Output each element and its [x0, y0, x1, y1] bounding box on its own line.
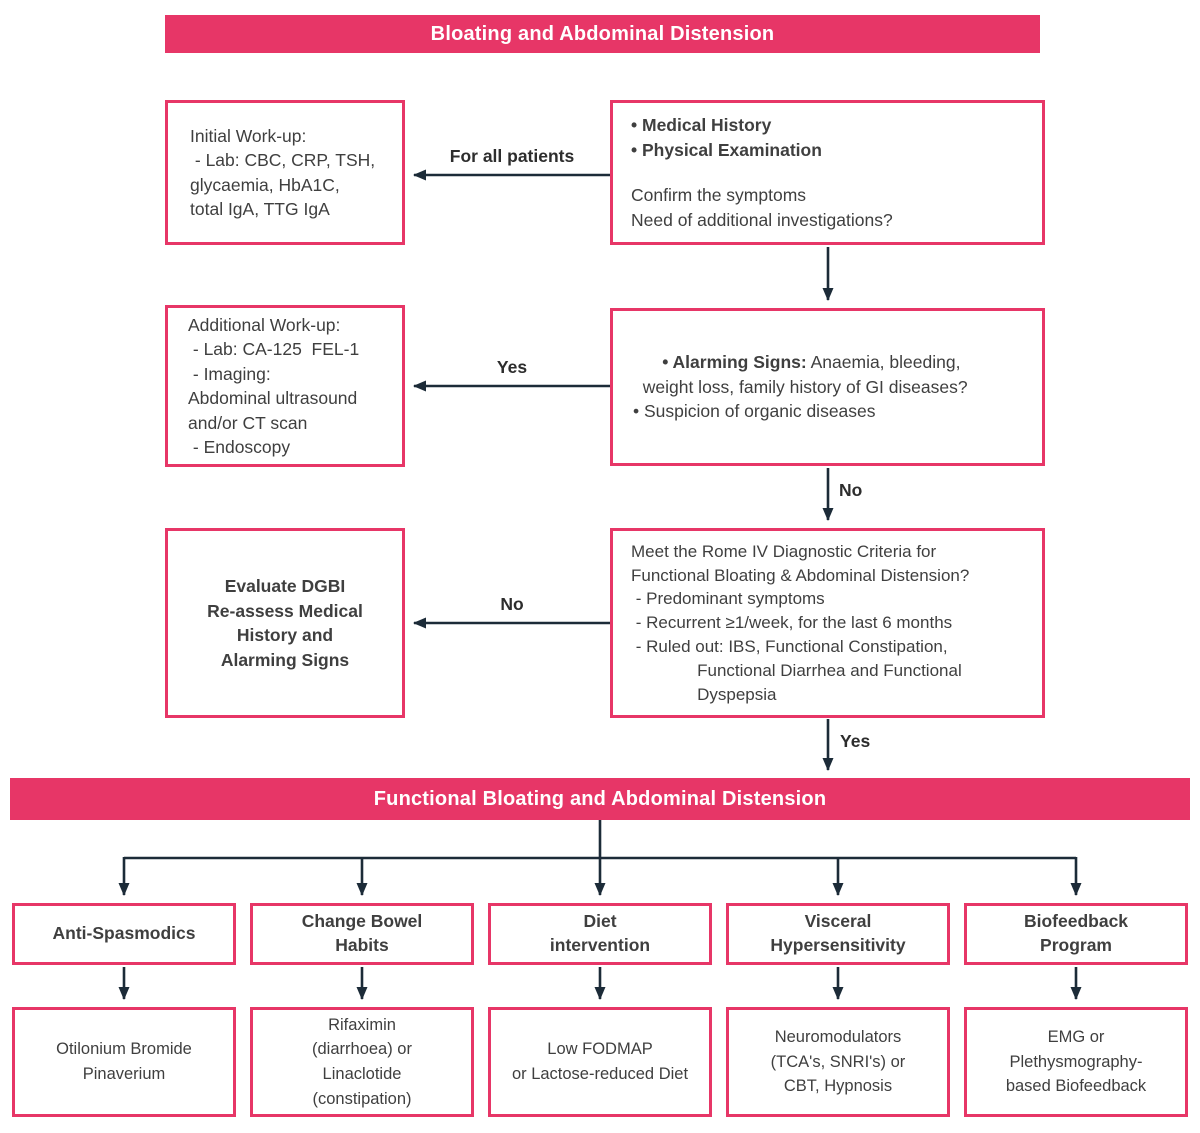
alarming-signs-bold: • Alarming Signs:: [662, 352, 807, 373]
confirm-symptoms-text: Confirm the symptoms Need of additional …: [631, 185, 893, 230]
treatment-text: EMG or Plethysmography- based Biofeedbac…: [1005, 1027, 1147, 1096]
box-initial-workup: Initial Work-up: - Lab: CBC, CRP, TSH, g…: [165, 100, 405, 245]
box-evaluate-dgbi: Evaluate DGBI Re-assess Medical History …: [165, 528, 405, 718]
additional-workup-text: Additional Work-up: - Lab: CA-125 FEL-1 …: [188, 314, 360, 458]
rome-criteria-text: Meet the Rome IV Diagnostic Criteria for…: [631, 541, 970, 704]
spacer: [631, 162, 1028, 183]
label-no: No: [500, 594, 524, 614]
box-treatment-diet: Low FODMAP or Lactose-reduced Diet: [488, 1007, 712, 1117]
box-alarming-signs: • Alarming Signs: Anaemia, bleeding, wei…: [610, 308, 1045, 466]
treatment-text: Neuromodulators (TCA's, SNRI's) or CBT, …: [770, 1027, 906, 1096]
suspicion-organic: • Suspicion of organic diseases: [633, 401, 876, 422]
box-medical-history: • Medical History • Physical Examination…: [610, 100, 1045, 245]
box-category-visceral-hypersensitivity: Visceral Hypersensitivity: [726, 903, 950, 965]
box-category-anti-spasmodics: Anti-Spasmodics: [12, 903, 236, 965]
label-for-all-patients: For all patients: [449, 146, 575, 166]
box-treatment-neuromodulators: Neuromodulators (TCA's, SNRI's) or CBT, …: [726, 1007, 950, 1117]
category-label: Change Bowel Habits: [301, 911, 423, 955]
banner-bloating-distension: Bloating and Abdominal Distension: [165, 15, 1040, 53]
evaluate-dgbi-text: Evaluate DGBI Re-assess Medical History …: [207, 576, 363, 670]
treatment-text: Rifaximin (diarrhoea) or Linaclotide (co…: [312, 1015, 412, 1108]
box-rome-criteria: Meet the Rome IV Diagnostic Criteria for…: [610, 528, 1045, 718]
alarming-signs-text: • Alarming Signs: Anaemia, bleeding, wei…: [633, 326, 1028, 449]
box-treatment-anti-spasmodics: Otilonium Bromide Pinaverium: [12, 1007, 236, 1117]
box-category-change-bowel-habits: Change Bowel Habits: [250, 903, 474, 965]
box-treatment-bowel-habits: Rifaximin (diarrhoea) or Linaclotide (co…: [250, 1007, 474, 1117]
label-no-vertical: No: [839, 480, 863, 500]
box-treatment-biofeedback: EMG or Plethysmography- based Biofeedbac…: [964, 1007, 1188, 1117]
category-label: Anti-Spasmodics: [52, 923, 196, 944]
banner-functional-bloating: Functional Bloating and Abdominal Disten…: [10, 778, 1190, 820]
medical-history-bullets: • Medical History • Physical Examination: [631, 115, 822, 160]
box-category-biofeedback-program: Biofeedback Program: [964, 903, 1188, 965]
category-label: Visceral Hypersensitivity: [770, 911, 906, 955]
treatment-text: Low FODMAP or Lactose-reduced Diet: [511, 1040, 689, 1083]
alarming-signs-rest: Anaemia, bleeding, weight loss, family h…: [642, 352, 968, 397]
box-category-diet-intervention: Diet intervention: [488, 903, 712, 965]
label-yes-vertical: Yes: [840, 731, 871, 751]
box-additional-workup: Additional Work-up: - Lab: CA-125 FEL-1 …: [165, 305, 405, 467]
treatment-text: Otilonium Bromide Pinaverium: [56, 1040, 192, 1083]
label-yes: Yes: [496, 357, 528, 377]
category-label: Biofeedback Program: [1023, 911, 1129, 955]
category-label: Diet intervention: [549, 911, 651, 955]
initial-workup-text: Initial Work-up: - Lab: CBC, CRP, TSH, g…: [190, 125, 376, 220]
